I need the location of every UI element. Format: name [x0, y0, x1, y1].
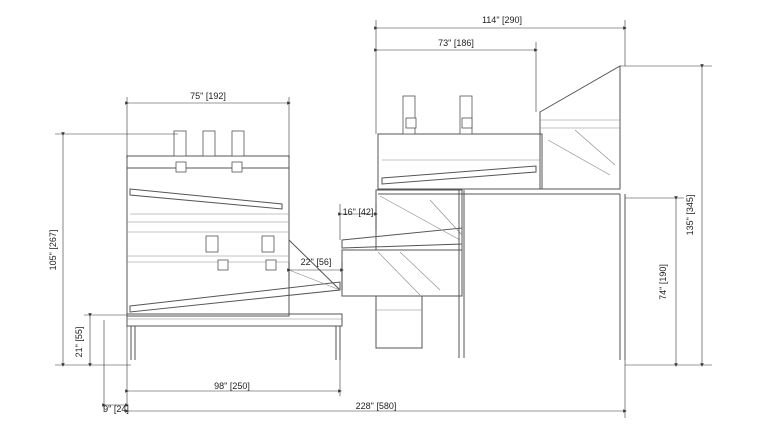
left-top-hoppers: [173, 130, 245, 173]
dim-74: 74" [190]: [625, 196, 684, 367]
dim-22-label: 22" [56]: [301, 257, 332, 267]
left-machine: [126, 130, 343, 360]
dim-21-label: 21" [55]: [74, 327, 84, 358]
dim-16-label: 16" [42]: [343, 207, 374, 217]
dim-16: 16" [42]: [338, 204, 378, 240]
dim-114-label: 114" [290]: [482, 15, 522, 25]
dim-105-label: 105" [267]: [48, 230, 58, 271]
dim-21: 21" [55]: [74, 313, 127, 367]
dim-114: 114" [290]: [374, 15, 627, 134]
dim-228: 228" [580]: [125, 360, 627, 418]
dim-9-label: 9" [24]: [103, 404, 129, 414]
left-mid-hoppers: [205, 235, 277, 271]
right-top-hoppers: [402, 95, 473, 135]
dim-228-label: 228" [580]: [356, 401, 397, 411]
dim-105: 105" [267]: [48, 132, 178, 367]
dim-9: 9" [24]: [102, 320, 129, 414]
dim-75: 75" [192]: [125, 91, 291, 158]
dim-73: 73" [186]: [374, 38, 538, 112]
dim-74-label: 74" [190]: [658, 264, 668, 300]
dim-98: 98" [250]: [125, 326, 342, 404]
dim-22: 22" [56]: [287, 257, 344, 290]
dim-135: 135" [345]: [620, 64, 712, 367]
dim-98-label: 98" [250]: [214, 381, 250, 391]
dim-135-label: 135" [345]: [685, 195, 695, 236]
dim-75-label: 75" [192]: [190, 91, 226, 101]
right-machine: [377, 65, 626, 360]
dim-73-label: 73" [186]: [438, 38, 474, 48]
